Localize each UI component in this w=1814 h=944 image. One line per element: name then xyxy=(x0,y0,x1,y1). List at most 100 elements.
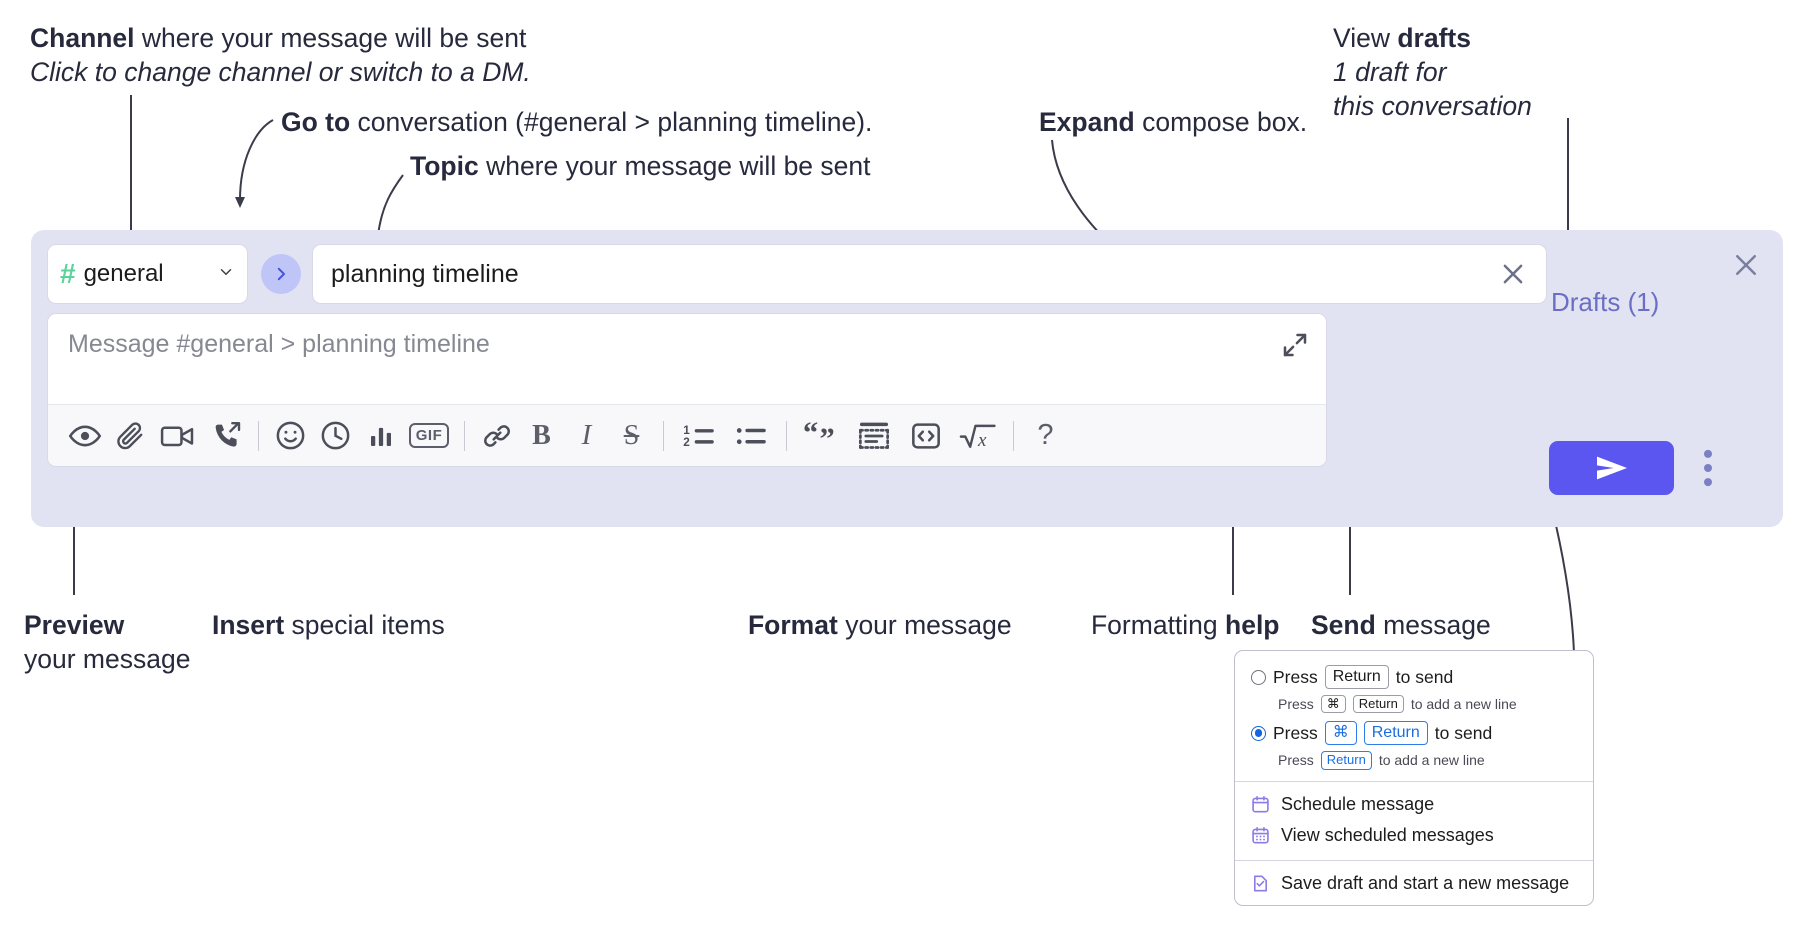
send-button[interactable] xyxy=(1549,441,1674,495)
menu-item-view-scheduled-messages[interactable]: View scheduled messages xyxy=(1235,820,1593,851)
annotation-preview-bold: Preview xyxy=(24,610,125,640)
annotation-drafts-line3: this conversation xyxy=(1333,90,1532,121)
svg-text:“: “ xyxy=(803,421,818,449)
compose-panel: # general planning timeline Message #gen… xyxy=(31,230,1783,527)
annotation-expand-bold: Expand xyxy=(1039,107,1135,137)
option2-post: to send xyxy=(1434,722,1493,743)
expand-compose-button[interactable] xyxy=(1280,330,1310,365)
annotation-send-bold: Send xyxy=(1311,610,1376,640)
annotation-expand-rest: compose box. xyxy=(1134,107,1308,137)
calendar-icon xyxy=(1252,795,1269,813)
radio-cmd-return-to-send[interactable] xyxy=(1251,725,1266,741)
preview-icon[interactable] xyxy=(62,414,107,458)
video-icon[interactable] xyxy=(152,414,204,458)
annotation-preview-line2: your message xyxy=(24,643,191,674)
annotation-channel-rest: where your message will be sent xyxy=(134,23,527,53)
annotation-help-bold: help xyxy=(1225,610,1280,640)
paperclip-icon[interactable] xyxy=(107,414,152,458)
chevron-down-icon xyxy=(217,263,235,286)
option1-post: to send xyxy=(1395,666,1454,687)
link-icon[interactable] xyxy=(474,414,519,458)
toolbar-separator xyxy=(258,420,259,451)
code-icon[interactable] xyxy=(900,414,952,458)
annotation-topic: Topic where your message will be sent xyxy=(410,150,871,184)
option1-sub-key-cmd: ⌘ xyxy=(1320,695,1346,714)
annotation-drafts-bold: drafts xyxy=(1397,23,1471,53)
menu-divider xyxy=(1235,780,1593,782)
gif-label: GIF xyxy=(408,423,450,448)
close-panel-button[interactable] xyxy=(1731,250,1761,285)
strikethrough-icon[interactable]: S xyxy=(609,414,654,458)
annotation-drafts-plain: View xyxy=(1333,23,1398,53)
option2-sub-pre: Press xyxy=(1278,752,1314,769)
compose-header-row: # general planning timeline xyxy=(47,244,1547,304)
emoji-icon[interactable] xyxy=(268,414,313,458)
more-vertical-icon xyxy=(1704,449,1712,487)
annotation-help: Formatting help xyxy=(1091,609,1280,643)
blockquote-icon[interactable]: “” xyxy=(796,414,848,458)
annotation-format: Format your message xyxy=(748,609,1012,643)
annotation-insert-rest: special items xyxy=(284,610,445,640)
topic-value: planning timeline xyxy=(331,259,519,288)
option1-sub-pre: Press xyxy=(1278,696,1314,713)
annotation-topic-bold: Topic xyxy=(410,151,479,181)
poll-icon[interactable] xyxy=(358,414,403,458)
formatting-toolbar: GIF B I S xyxy=(48,404,1326,466)
calendar-grid-icon xyxy=(1252,826,1269,844)
goto-conversation-button[interactable] xyxy=(261,254,301,294)
svg-text:”: ” xyxy=(819,421,834,450)
math-icon[interactable]: x xyxy=(952,414,1004,458)
annotation-drafts: View drafts 1 draft for this conversatio… xyxy=(1333,22,1532,124)
option-press-return-to-send[interactable]: Press Return to send xyxy=(1235,663,1593,691)
clock-icon[interactable] xyxy=(313,414,358,458)
option-press-cmd-return-to-send[interactable]: Press ⌘ Return to send xyxy=(1235,719,1593,747)
annotation-goto: Go to conversation (#general > planning … xyxy=(281,106,872,140)
bold-icon[interactable]: B xyxy=(519,414,564,458)
radio-return-to-send[interactable] xyxy=(1251,669,1266,685)
bulleted-list-icon[interactable] xyxy=(725,414,777,458)
menu-item-schedule-message[interactable]: Schedule message xyxy=(1235,789,1593,820)
option1-sub-post: to add a new line xyxy=(1410,696,1517,713)
annotation-channel-italic: Click to change channel or switch to a D… xyxy=(30,56,531,87)
annotation-format-bold: Format xyxy=(748,610,838,640)
toolbar-separator xyxy=(464,420,465,451)
italic-icon[interactable]: I xyxy=(564,414,609,458)
svg-text:x: x xyxy=(977,430,987,451)
topic-field[interactable]: planning timeline xyxy=(312,244,1547,304)
close-icon xyxy=(1503,264,1523,284)
annotation-help-plain: Formatting xyxy=(1091,610,1226,640)
help-icon[interactable]: ? xyxy=(1023,414,1068,458)
phone-forward-icon[interactable] xyxy=(204,414,249,458)
toolbar-separator xyxy=(1013,420,1014,451)
save-draft-icon xyxy=(1253,874,1268,892)
annotation-format-rest: your message xyxy=(837,610,1012,640)
menu-item-label: View scheduled messages xyxy=(1281,824,1494,845)
option2-key-cmd: ⌘ xyxy=(1324,721,1357,746)
annotation-channel: Channel where your message will be sent … xyxy=(30,22,531,90)
clear-topic-button[interactable] xyxy=(1498,259,1528,289)
hash-icon: # xyxy=(60,258,76,289)
option2-sub-post: to add a new line xyxy=(1378,752,1485,769)
gif-icon[interactable]: GIF xyxy=(403,414,455,458)
option2-sub-key-return: Return xyxy=(1320,751,1372,770)
drafts-link[interactable]: Drafts (1) xyxy=(1551,287,1660,317)
option1-sub-key-return: Return xyxy=(1352,695,1404,714)
annotation-insert-bold: Insert xyxy=(212,610,285,640)
menu-item-save-draft[interactable]: Save draft and start a new message xyxy=(1235,868,1593,899)
leader-goto xyxy=(239,119,274,201)
arrow-goto xyxy=(235,197,245,208)
leader-topic xyxy=(377,174,404,236)
code-block-icon[interactable] xyxy=(848,414,900,458)
annotation-insert: Insert special items xyxy=(212,609,445,643)
toolbar-separator xyxy=(786,420,787,451)
strike-glyph: S xyxy=(623,419,640,451)
annotation-send: Send message xyxy=(1311,609,1491,643)
option2-key-return: Return xyxy=(1363,721,1428,746)
bold-glyph: B xyxy=(532,419,551,451)
menu-item-label: Save draft and start a new message xyxy=(1281,872,1570,893)
channel-picker[interactable]: # general xyxy=(47,244,248,304)
message-box: Message #general > planning timeline xyxy=(47,313,1327,467)
message-input[interactable]: Message #general > planning timeline xyxy=(48,314,1326,404)
compose-options-button[interactable] xyxy=(1697,448,1719,493)
